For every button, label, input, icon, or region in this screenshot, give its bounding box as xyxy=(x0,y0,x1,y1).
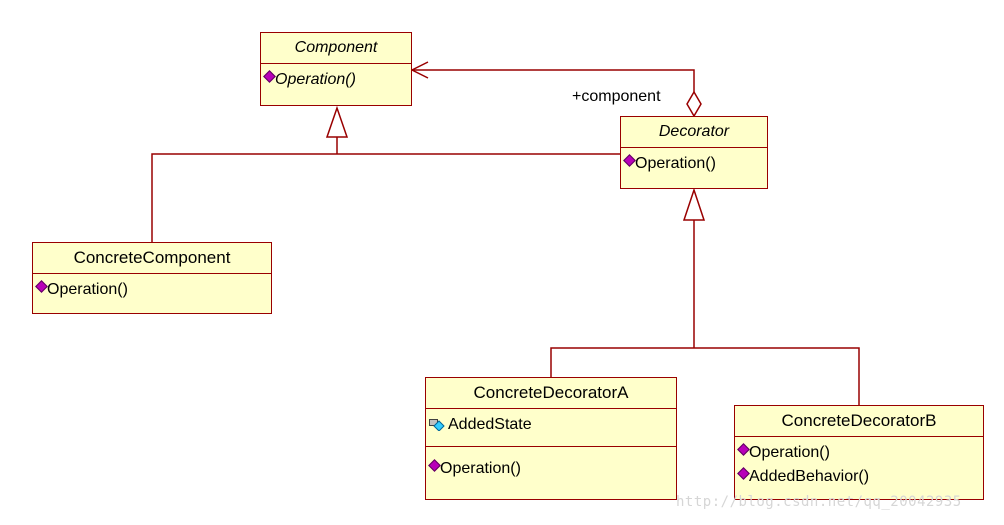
concrete-decorator-b-operations: Operation() AddedBehavior() xyxy=(735,437,983,489)
watermark-text: http://blog.csdn.net/qq_20042935 xyxy=(676,494,962,510)
concrete-decorator-a-operation: Operation() xyxy=(426,457,676,481)
operation-icon xyxy=(35,280,48,293)
concrete-decorator-a-attribute: AddedState xyxy=(426,413,676,437)
inheritance-line-decorator-a xyxy=(550,347,694,377)
concrete-decorator-b-operation: Operation() xyxy=(735,441,983,465)
concrete-decorator-a-attributes: AddedState xyxy=(426,409,676,447)
decorator-operations: Operation() xyxy=(621,148,767,176)
association-line xyxy=(412,69,695,92)
operation-icon xyxy=(737,443,750,456)
operation-icon xyxy=(623,154,636,167)
decorator-operation: Operation() xyxy=(621,152,767,176)
decorator-class-name: Decorator xyxy=(621,117,767,148)
concrete-component-operation: Operation() xyxy=(33,278,271,302)
concrete-decorator-b-operation: AddedBehavior() xyxy=(735,465,983,489)
protected-attribute-icon xyxy=(429,419,445,431)
association-role-label: +component xyxy=(572,88,661,105)
inheritance-line-concrete-component xyxy=(151,153,337,242)
decorator-operation-label: Operation() xyxy=(635,155,716,172)
inheritance-arrowhead-decorator xyxy=(682,187,706,221)
inheritance-line-decorator-b xyxy=(694,347,860,405)
concrete-decorator-b-operation-label: Operation() xyxy=(749,444,830,461)
concrete-component-operations: Operation() xyxy=(33,274,271,302)
aggregation-diamond xyxy=(686,90,702,118)
operation-icon xyxy=(263,70,276,83)
component-operation: Operation() xyxy=(261,68,411,92)
inheritance-arrowhead-component xyxy=(325,105,349,138)
concrete-component-class-name: ConcreteComponent xyxy=(33,243,271,274)
concrete-decorator-b-class-name: ConcreteDecoratorB xyxy=(735,406,983,437)
component-operation-label: Operation() xyxy=(275,71,356,88)
concrete-decorator-a-operation-label: Operation() xyxy=(440,460,521,477)
concrete-decorator-b-class[interactable]: ConcreteDecoratorB Operation() AddedBeha… xyxy=(734,405,984,500)
component-class-name: Component xyxy=(261,33,411,64)
concrete-component-class[interactable]: ConcreteComponent Operation() xyxy=(32,242,272,314)
concrete-decorator-a-class-name: ConcreteDecoratorA xyxy=(426,378,676,409)
component-class[interactable]: Component Operation() xyxy=(260,32,412,106)
concrete-component-operation-label: Operation() xyxy=(47,281,128,298)
concrete-decorator-a-attribute-label: AddedState xyxy=(448,416,532,433)
operation-icon xyxy=(737,467,750,480)
association-arrowhead xyxy=(410,61,429,79)
concrete-decorator-a-class[interactable]: ConcreteDecoratorA AddedState Operation(… xyxy=(425,377,677,500)
decorator-class[interactable]: Decorator Operation() xyxy=(620,116,768,189)
concrete-decorator-b-operation-label: AddedBehavior() xyxy=(749,468,870,485)
component-operations: Operation() xyxy=(261,64,411,92)
concrete-decorator-a-operations: Operation() xyxy=(426,447,676,481)
operation-icon xyxy=(428,459,441,472)
